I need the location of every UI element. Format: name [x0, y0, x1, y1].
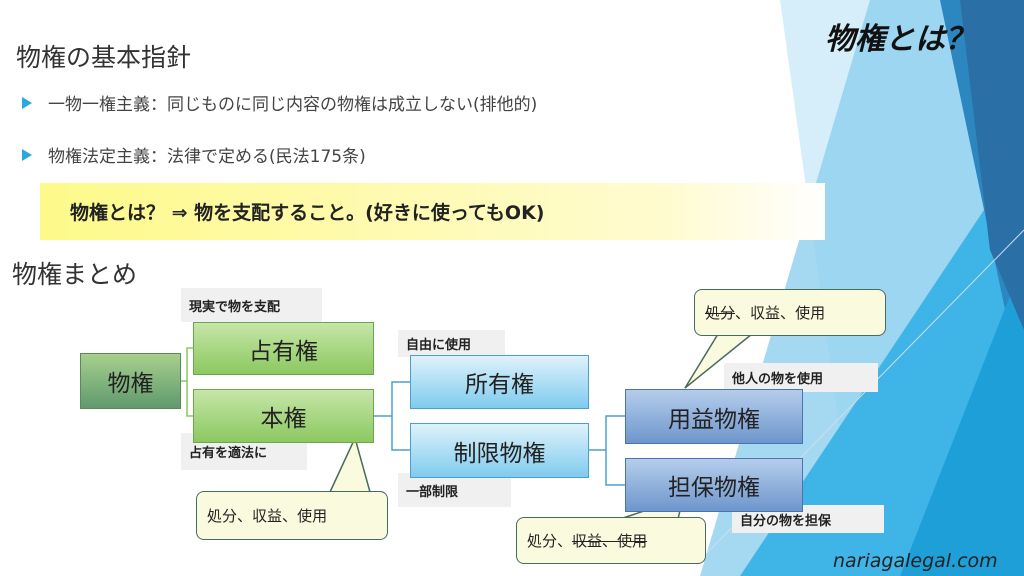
node-main-right: 本権	[193, 389, 374, 443]
label-possession: 現実で物を支配	[181, 288, 322, 322]
label-security: 自分の物を担保	[732, 505, 884, 533]
label-ownership: 自由に使用	[398, 330, 505, 357]
callout-ownership: 処分、収益、使用	[196, 491, 388, 540]
corner-title: 物権とは？	[825, 22, 975, 57]
bullet-item: 一物一権主義：同じものに同じ内容の物権は成立しない(排他的)	[22, 90, 537, 115]
bullet-item: 物権法定主義：法律で定める(民法175条)	[22, 142, 366, 167]
page-heading: 物権の基本指針	[16, 43, 192, 72]
node-ownership: 所有権	[410, 355, 589, 409]
callout-usufruct: 処分、収益、使用	[694, 289, 886, 336]
bullet-icon	[22, 148, 32, 161]
bullet-text: 一物一権主義：同じものに同じ内容の物権は成立しない(排他的)	[48, 95, 538, 115]
node-security: 担保物権	[625, 458, 803, 512]
callout-security: 処分、収益、使用	[516, 517, 706, 564]
summary-heading: 物権まとめ	[12, 260, 138, 289]
label-usufruct: 他人の物を使用	[724, 363, 878, 392]
bullet-text: 物権法定主義：法律で定める(民法175条)	[48, 147, 366, 167]
label-limited: 一部制限	[398, 473, 511, 507]
node-possession: 占有権	[193, 322, 374, 375]
node-real-right: 物権	[80, 353, 181, 409]
bullet-icon	[22, 96, 32, 109]
highlight-band: 物権とは？ ⇒ 物を支配すること。(好きに使ってもOK)	[40, 183, 825, 240]
node-limited: 制限物権	[410, 423, 589, 478]
node-usufruct: 用益物権	[625, 389, 803, 444]
footer-site: nariagalegal.com	[833, 550, 998, 572]
